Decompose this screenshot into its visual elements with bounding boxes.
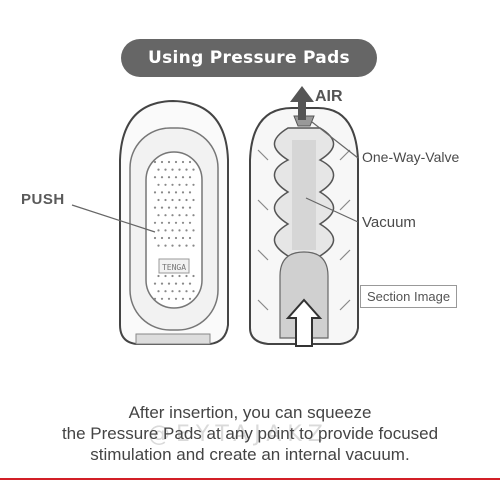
device-logo: TENGA <box>162 263 186 272</box>
air-arrow <box>290 86 314 120</box>
logo-box <box>158 258 190 274</box>
title-text: Using Pressure Pads <box>148 48 350 68</box>
title-banner: Using Pressure Pads <box>121 39 377 77</box>
caption-line-3: stimulation and create an internal vacuu… <box>90 445 410 464</box>
section-image-label: Section Image <box>360 285 458 308</box>
caption-line-1: After insertion, you can squeeze <box>128 403 372 422</box>
air-label: AIR <box>315 88 343 105</box>
caption-line-2: the Pressure Pads at any point to provid… <box>61 424 439 443</box>
push-label: PUSH <box>21 191 65 208</box>
bottom-accent-line <box>0 478 500 480</box>
push-leader-line <box>71 204 156 233</box>
watermark: @EYTAJAKZ <box>148 422 329 447</box>
pressure-pad-dots <box>153 160 195 300</box>
section-side-ribs-left <box>257 149 269 311</box>
section-side-ribs-right <box>339 149 351 311</box>
vacuum-label: Vacuum <box>362 214 416 231</box>
device-shell-band <box>135 333 211 345</box>
one-way-valve-label: One-Way-Valve <box>362 149 460 165</box>
valve-leader-line <box>311 121 359 159</box>
device-section-view <box>249 107 359 345</box>
vacuum-leader-line <box>305 197 359 223</box>
caption: After insertion, you can squeeze the Pre… <box>0 402 500 465</box>
device-front-view: TENGA <box>119 99 229 345</box>
push-arrow-icon <box>285 298 323 347</box>
section-inner-cavity <box>292 140 316 250</box>
